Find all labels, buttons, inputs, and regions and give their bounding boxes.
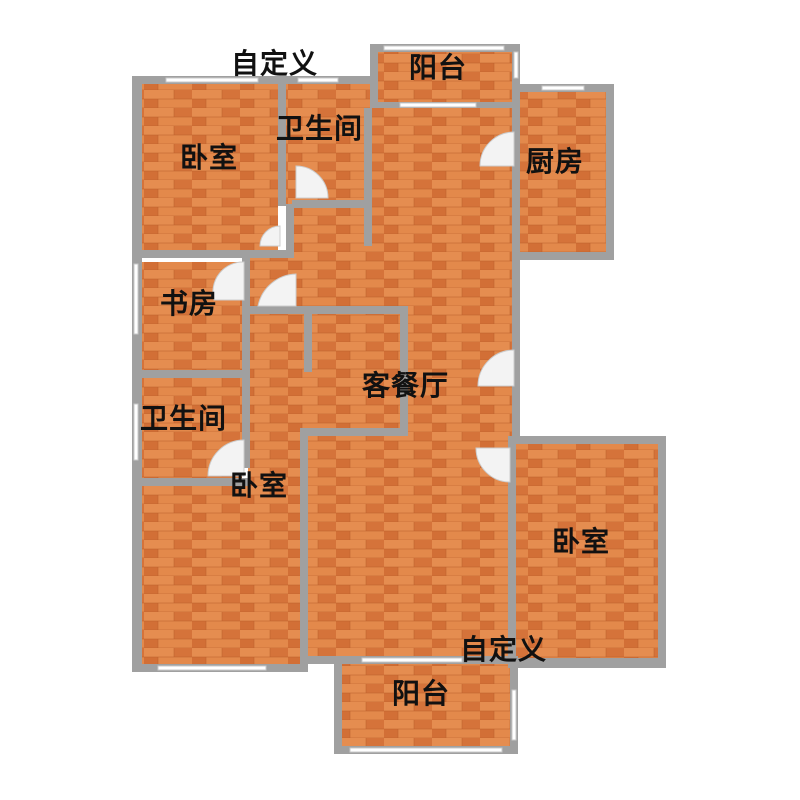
wall-bathroom-left-bottom: [142, 478, 248, 486]
door-closet: [477, 349, 515, 387]
floor-living-upper: [286, 108, 512, 314]
floor-balcony-bottom: [342, 664, 510, 746]
wall-kitchen-bottom: [512, 252, 614, 260]
floor-living-lower: [308, 314, 512, 658]
door-kitchen: [479, 131, 515, 167]
floor-bedroom-bottom-left: [142, 486, 308, 666]
wall-kitchen-left: [512, 92, 520, 252]
wall-living-right: [512, 252, 520, 444]
room-label-bedroom-right: 卧室: [552, 525, 611, 558]
window-bathroom-top: [297, 77, 339, 83]
wall-bathroom-top-right: [364, 108, 372, 246]
window-kitchen-top: [541, 85, 585, 91]
wall-study-right: [242, 258, 250, 468]
floor-kitchen: [520, 92, 606, 252]
floor-balcony-top: [378, 52, 512, 104]
wall-closet-left: [304, 306, 312, 372]
room-label-balcony-top: 阳台: [409, 51, 468, 84]
door-bedroom-right: [475, 447, 511, 483]
wall-bedroom-right-bottom: [508, 658, 666, 668]
room-label-bathroom-top: 卫生间: [276, 112, 364, 145]
wall-bedroom-right-top: [508, 436, 666, 444]
room-label-bedroom-bottom-left: 卧室: [230, 469, 289, 502]
wall-bedroom-right-left: [508, 444, 516, 660]
window-study-left: [133, 263, 139, 335]
wall-balcony-top-left: [370, 44, 378, 108]
door-bedroom-top-left: [259, 225, 281, 247]
window-bedroom-top-left: [165, 77, 259, 83]
wall-corridor-top: [248, 306, 304, 314]
windows: [133, 45, 585, 753]
wall-outer-left: [132, 76, 142, 670]
floors: [142, 52, 658, 746]
wall-hall-upper: [286, 204, 294, 258]
doors: [207, 131, 515, 483]
wall-kitchen-right: [606, 84, 614, 260]
door-study: [212, 261, 245, 301]
window-bathroom-left: [133, 403, 139, 461]
window-balcony-top-right: [513, 51, 519, 79]
room-label-bathroom-left: 卫生间: [140, 402, 228, 435]
room-label-kitchen: 厨房: [526, 145, 585, 178]
wall-bedroom-right-right: [658, 436, 666, 668]
wall-bedroom-bottom-left-right: [300, 428, 308, 672]
door-bathroom-left: [207, 439, 245, 477]
room-label-study: 书房: [160, 287, 219, 320]
window-balcony-bottom-bottom: [349, 747, 503, 753]
wall-closet-right: [400, 306, 408, 436]
floor-bedroom-right: [516, 444, 658, 660]
wall-closet-top: [304, 306, 408, 314]
room-label-custom-bottom: 自定义: [460, 633, 548, 666]
floor-bedroom-top-left: [142, 84, 278, 250]
window-balcony-top-top: [383, 45, 505, 51]
wall-bedroom-top-bottom: [142, 250, 292, 258]
wall-closet-bottom: [304, 428, 408, 436]
window-living-bottom: [361, 657, 463, 663]
window-balcony-bottom-right: [511, 689, 517, 741]
room-label-bedroom-top-left: 卧室: [180, 141, 239, 174]
wall-bedroom-top-right: [278, 84, 286, 206]
room-label-balcony-bottom: 阳台: [392, 677, 451, 710]
door-hall-upper: [257, 273, 297, 307]
door-bathroom-top: [295, 165, 329, 199]
wall-study-bottom: [142, 370, 248, 378]
window-balcony-top-bottom: [399, 102, 477, 108]
wall-balcony-bottom-left: [334, 656, 342, 754]
room-label-living-dining: 客餐厅: [362, 369, 450, 402]
wall-bathroom-top-bottom: [292, 200, 372, 208]
window-bedroom-bottom-left: [157, 665, 267, 671]
room-label-custom-top: 自定义: [231, 47, 319, 80]
